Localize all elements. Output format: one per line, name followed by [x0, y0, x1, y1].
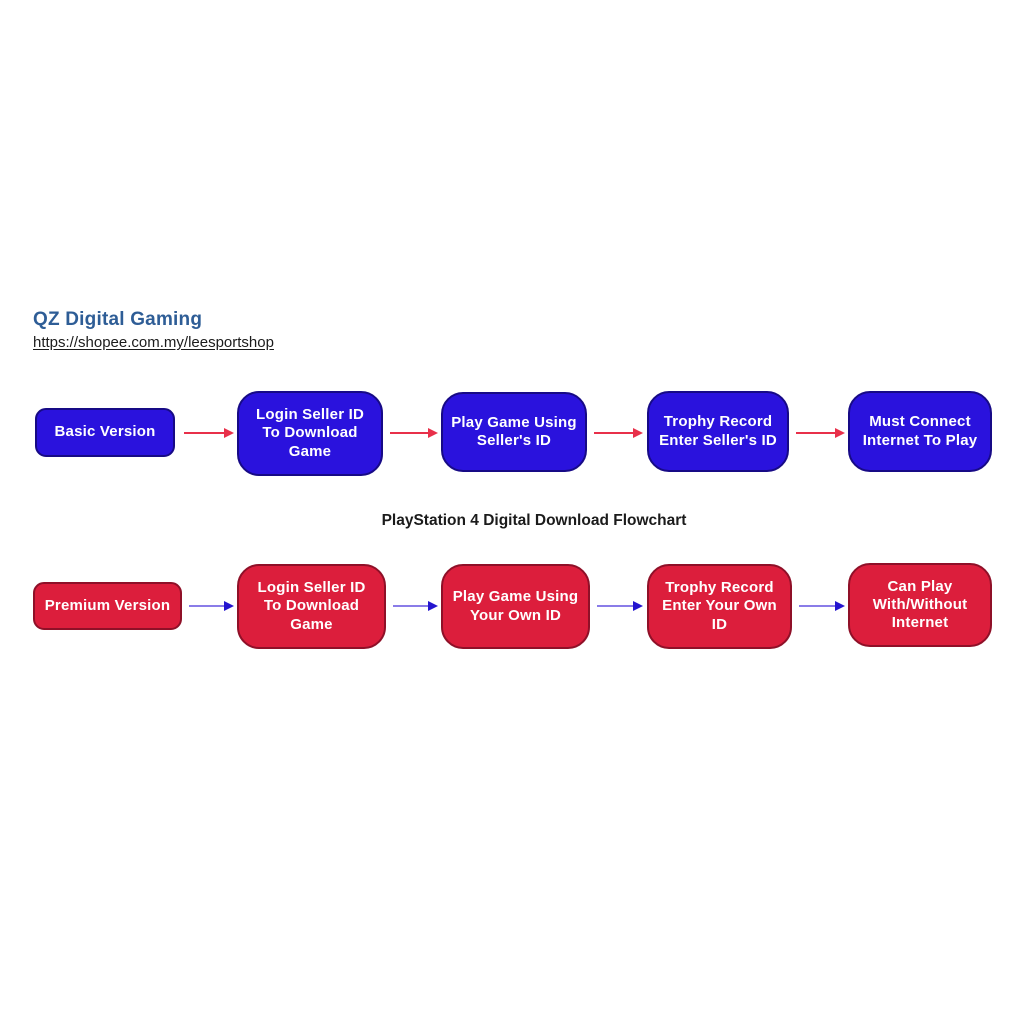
flow-node-premium-version: Premium Version [33, 582, 182, 630]
flow-node-premium-login: Login Seller ID To Download Game [237, 564, 386, 649]
flow-arrow [393, 601, 438, 611]
flow-node-premium-trophy: Trophy Record Enter Your Own ID [647, 564, 792, 649]
flow-node-basic-login: Login Seller ID To Download Game [237, 391, 383, 476]
flow-arrow [390, 428, 438, 438]
flow-node-basic-version: Basic Version [35, 408, 175, 457]
flow-arrow [597, 601, 643, 611]
flow-node-premium-play: Play Game Using Your Own ID [441, 564, 590, 649]
flowchart-caption: PlayStation 4 Digital Download Flowchart [381, 512, 687, 529]
flow-arrow [184, 428, 234, 438]
shop-url-link[interactable]: https://shopee.com.my/leesportshop [33, 334, 274, 351]
flow-node-basic-play: Play Game Using Seller's ID [441, 392, 587, 472]
flow-node-basic-internet: Must Connect Internet To Play [848, 391, 992, 472]
flow-arrow [594, 428, 643, 438]
flow-node-premium-internet: Can Play With/Without Internet [848, 563, 992, 647]
page-title: QZ Digital Gaming [33, 309, 203, 330]
flow-arrow [189, 601, 234, 611]
flow-node-basic-trophy: Trophy Record Enter Seller's ID [647, 391, 789, 472]
flow-arrow [799, 601, 845, 611]
flow-arrow [796, 428, 845, 438]
